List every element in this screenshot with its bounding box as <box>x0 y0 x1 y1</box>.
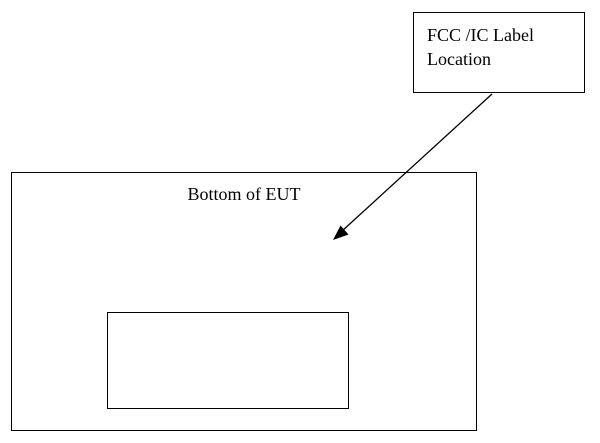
label-location-callout: FCC /IC Label Location <box>413 12 585 93</box>
eut-title: Bottom of EUT <box>187 184 301 204</box>
label-area-rectangle <box>107 312 349 409</box>
eut-bottom-outline <box>11 172 477 431</box>
callout-line-1: FCC /IC Label <box>427 25 534 45</box>
callout-text: FCC /IC Label Location <box>427 23 534 71</box>
callout-line-2: Location <box>427 49 491 69</box>
